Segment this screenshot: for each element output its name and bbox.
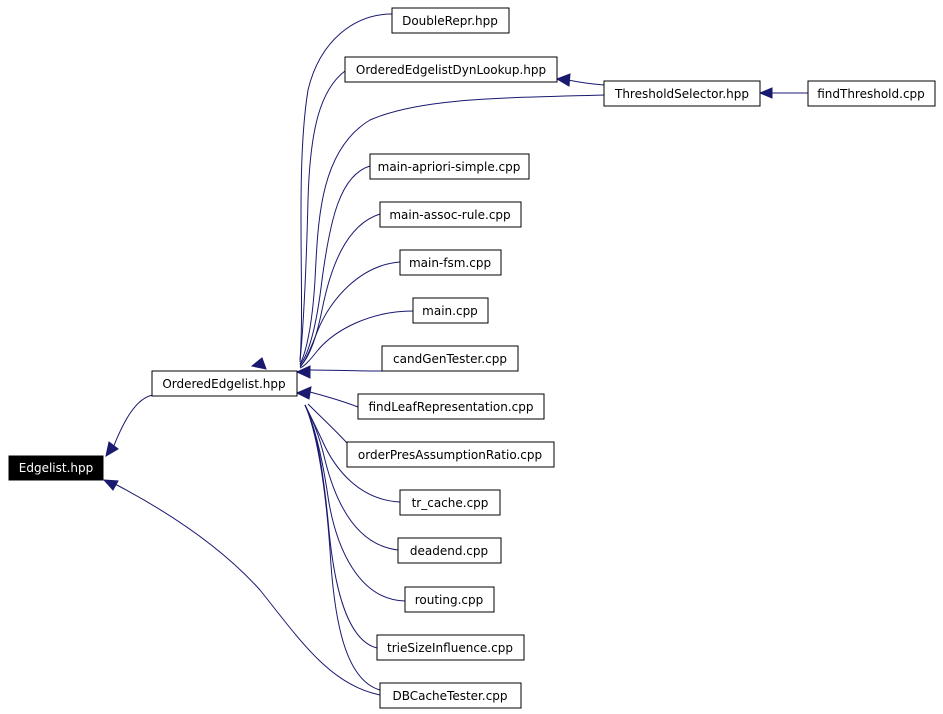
node-label: trieSizeInfluence.cpp: [387, 641, 513, 655]
node-dynlookup[interactable]: OrderedEdgelistDynLookup.hpp: [344, 56, 558, 83]
node-label: orderPresAssumptionRatio.cpp: [358, 448, 542, 462]
arrowhead-orderededgelist-right: [295, 365, 311, 379]
node-box: [344, 56, 558, 83]
edge-routing-orderededgelist: [304, 404, 406, 602]
node-assocrule[interactable]: main-assoc-rule.cpp: [379, 201, 522, 228]
arrowhead-edgelist-bottom: [102, 479, 119, 491]
node-thresholdselector[interactable]: ThresholdSelector.hpp: [603, 80, 761, 107]
node-box: [381, 345, 519, 372]
node-box: [346, 441, 555, 468]
node-orderededgelist[interactable]: OrderedEdgelist.hpp: [151, 370, 298, 397]
arrowhead-edgelist-top: [105, 441, 119, 458]
node-fsm[interactable]: main-fsm.cpp: [399, 249, 502, 276]
node-label: DBCacheTester.cpp: [392, 689, 507, 703]
arrowhead-orderededgelist-lower: [295, 386, 312, 400]
arrowhead-orderededgelist-top: [250, 357, 267, 370]
node-box: [8, 455, 104, 481]
node-edgelist[interactable]: Edgelist.hpp: [8, 455, 104, 481]
edge-assocrule-orderededgelist: [299, 213, 381, 367]
node-findthreshold[interactable]: findThreshold.cpp: [807, 80, 936, 107]
edge-main-orderededgelist: [299, 310, 414, 369]
node-main[interactable]: main.cpp: [412, 297, 489, 324]
node-orderpres[interactable]: orderPresAssumptionRatio.cpp: [346, 441, 555, 468]
node-label: main.cpp: [422, 304, 478, 318]
edge-dbcache-edgelist: [114, 483, 381, 696]
arrowhead-dynlookup: [555, 73, 571, 87]
node-label: Edgelist.hpp: [19, 461, 93, 475]
node-label: findLeafRepresentation.cpp: [369, 400, 534, 414]
edge-thresholdselector-orderededgelist: [299, 94, 605, 365]
node-label: deadend.cpp: [410, 544, 488, 558]
node-box: [807, 80, 936, 107]
node-label: candGenTester.cpp: [393, 352, 507, 366]
edge-thresholdselector-dynlookup: [567, 79, 605, 86]
edge-fsm-orderededgelist: [299, 261, 401, 368]
node-box: [404, 586, 495, 613]
edge-apriori-orderededgelist: [299, 165, 371, 366]
arrowheads: [102, 73, 773, 491]
node-box: [376, 634, 525, 661]
node-label: DoubleRepr.hpp: [402, 14, 498, 28]
node-label: main-fsm.cpp: [409, 256, 491, 270]
node-box: [399, 249, 502, 276]
edge-doublerepr-orderededgelist: [299, 13, 393, 361]
edges: [112, 13, 808, 696]
edge-dbcache-orderededgelist: [304, 404, 381, 691]
node-label: findThreshold.cpp: [817, 87, 925, 101]
node-box: [391, 7, 510, 34]
node-trcache[interactable]: tr_cache.cpp: [399, 489, 501, 516]
edge-orderpres-orderededgelist: [307, 403, 348, 444]
node-box: [379, 201, 522, 228]
node-triesize[interactable]: trieSizeInfluence.cpp: [376, 634, 525, 661]
node-box: [399, 489, 501, 516]
edge-findleaf-orderededgelist: [309, 391, 359, 408]
node-box: [379, 682, 522, 709]
node-label: tr_cache.cpp: [412, 496, 489, 510]
node-box: [603, 80, 761, 107]
node-deadend[interactable]: deadend.cpp: [397, 537, 502, 564]
edge-dynlookup-orderededgelist: [299, 70, 346, 363]
node-apriori[interactable]: main-apriori-simple.cpp: [369, 153, 530, 180]
node-box: [151, 370, 298, 397]
node-dbcache[interactable]: DBCacheTester.cpp: [379, 682, 522, 709]
edge-candgen-orderededgelist: [309, 369, 383, 372]
node-label: OrderedEdgelistDynLookup.hpp: [356, 63, 546, 77]
node-label: routing.cpp: [415, 593, 484, 607]
node-box: [397, 537, 502, 564]
node-candgen[interactable]: candGenTester.cpp: [381, 345, 519, 372]
node-box: [369, 153, 530, 180]
edge-deadend-orderededgelist: [304, 404, 399, 551]
node-label: main-assoc-rule.cpp: [389, 208, 510, 222]
edge-orderededgelist-edgelist: [112, 394, 154, 449]
node-findleaf[interactable]: findLeafRepresentation.cpp: [357, 393, 545, 420]
node-label: main-apriori-simple.cpp: [378, 160, 521, 174]
arrowhead-thresholdselector: [758, 87, 773, 99]
node-doublerepr[interactable]: DoubleRepr.hpp: [391, 7, 510, 34]
node-routing[interactable]: routing.cpp: [404, 586, 495, 613]
node-box: [357, 393, 545, 420]
node-label: ThresholdSelector.hpp: [614, 87, 749, 101]
node-label: OrderedEdgelist.hpp: [162, 377, 285, 391]
node-box: [412, 297, 489, 324]
